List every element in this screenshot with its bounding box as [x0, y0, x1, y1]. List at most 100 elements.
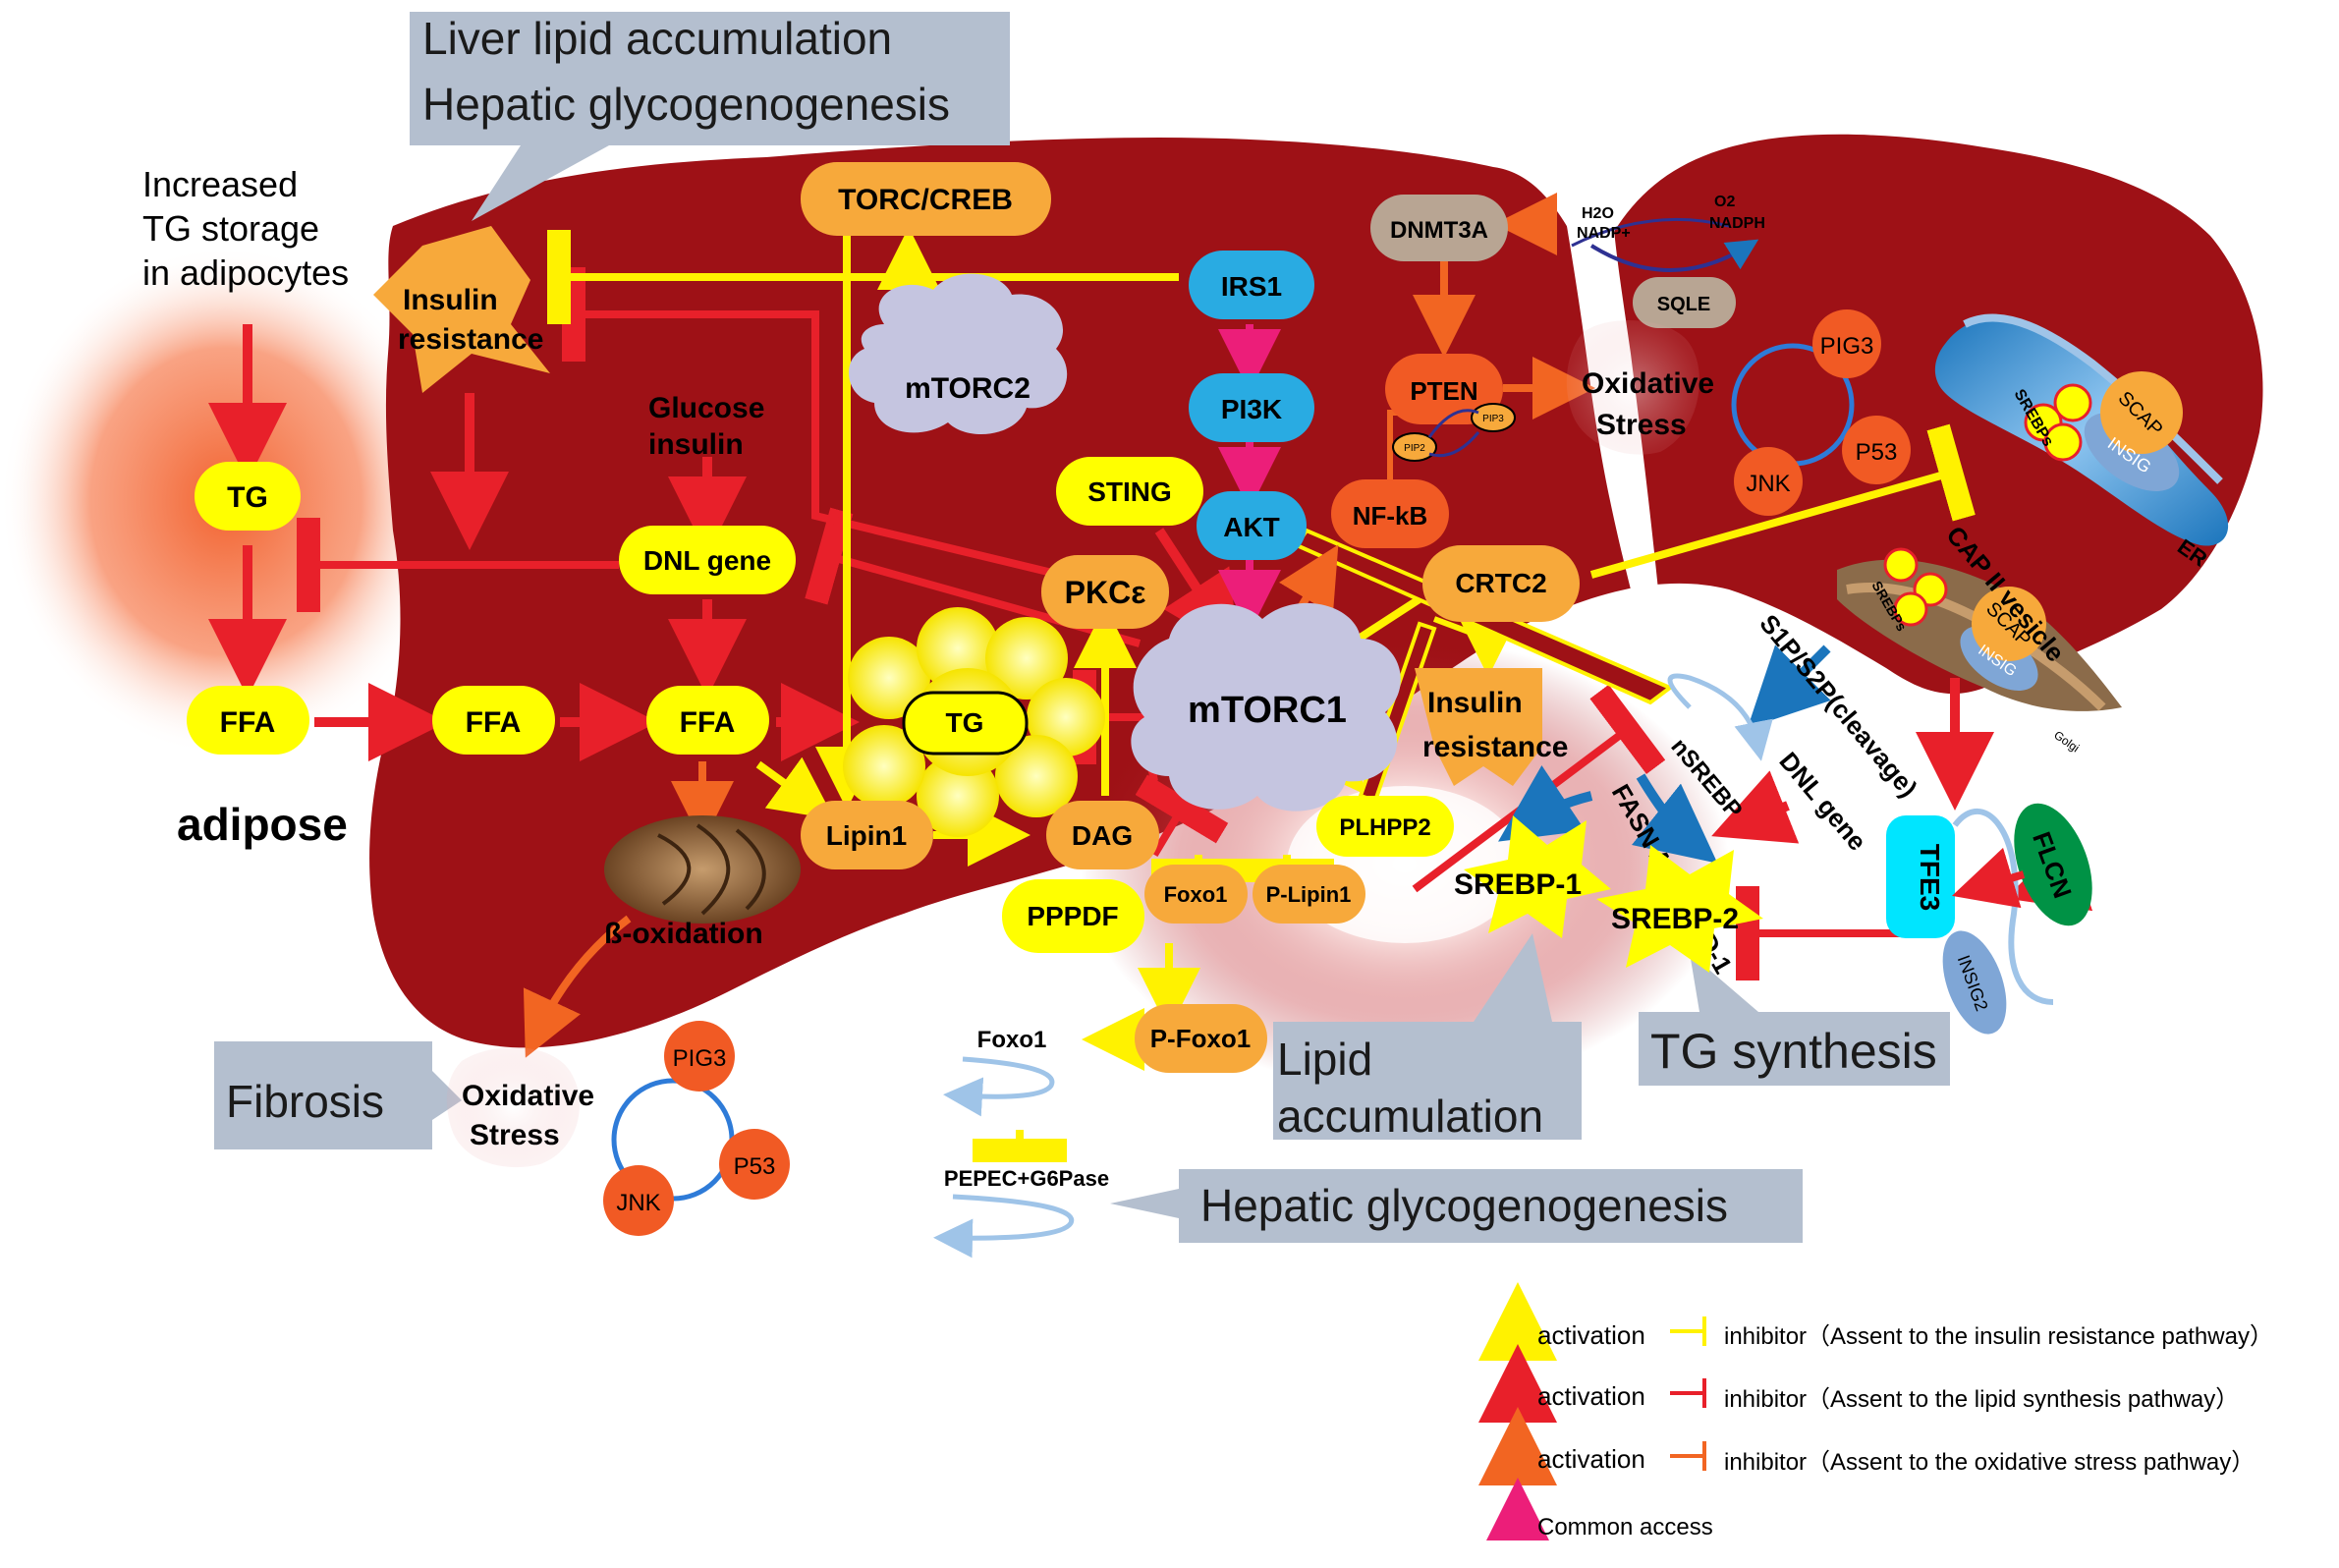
svg-text:TORC/CREB: TORC/CREB [838, 184, 1013, 216]
insres-middle-line2: resistance [1422, 731, 1568, 763]
label-pip3: PIP3 [1482, 414, 1504, 424]
callout-hepatic-glyco-text: Hepatic glycogenogenesis [1200, 1180, 1728, 1231]
label-glucose-line2: insulin [648, 428, 744, 461]
node-dnl-gene: DNL gene [619, 526, 796, 594]
oxstress-left-line2: Stress [470, 1119, 560, 1151]
svg-text:mTORC1: mTORC1 [1188, 690, 1347, 731]
oxstress-right-line1: Oxidative [1582, 367, 1714, 400]
legend: activation inhibitor（Assent to the insul… [1478, 1282, 2273, 1540]
node-tfe3: TFE3 [1886, 815, 1955, 938]
tfe3-arrow [1952, 809, 2054, 1005]
label-h2o: H2O [1582, 205, 1614, 222]
node-akt: AKT [1197, 491, 1307, 560]
mitochondrion [604, 815, 801, 924]
svg-text:PPPDF: PPPDF [1027, 901, 1118, 931]
node-pkce: PKCε [1041, 555, 1169, 629]
insres-left: Insulin resistance [373, 226, 550, 393]
legend-inhibitor-lipid: inhibitor（Assent to the lipid synthesis … [1724, 1386, 2239, 1413]
callout-lipid-acc-line2: accumulation [1277, 1091, 1543, 1142]
legend-inhibitor-oxidative: inhibitor（Assent to the oxidative stress… [1724, 1449, 2255, 1476]
label-adipose: adipose [177, 799, 348, 850]
node-p-lipin1: P-Lipin1 [1253, 865, 1365, 924]
callout-liver-lipid: Liver lipid accumulation Hepatic glycoge… [410, 12, 1010, 221]
label-pip2: PIP2 [1404, 443, 1425, 454]
svg-text:FFA: FFA [680, 706, 736, 739]
callout-fibrosis-text: Fibrosis [226, 1076, 384, 1127]
insres-middle: Insulin resistance [1415, 668, 1568, 786]
node-pi3k: PI3K [1189, 373, 1314, 442]
svg-text:STING: STING [1087, 476, 1172, 507]
node-pepec: PEPEC+G6Pase [944, 1166, 1109, 1191]
label-increased-line3: in adipocytes [142, 252, 349, 293]
node-p53-left: P53 [734, 1153, 776, 1180]
svg-text:DAG: DAG [1072, 820, 1133, 851]
flcn-arrow [1952, 847, 2026, 909]
node-plhpp2: PLHPP2 [1316, 796, 1454, 857]
node-mtorc1: mTORC1 [1131, 602, 1401, 812]
legend-common-access: Common access [1537, 1514, 1713, 1540]
svg-text:FFA: FFA [220, 706, 276, 739]
node-foxo1-out: Foxo1 [977, 1027, 1047, 1053]
legend-activation-orange: activation [1537, 1444, 1645, 1474]
golgi-structure: SCAP INSIG SREBPs Golgi [1837, 547, 2122, 756]
svg-text:TG: TG [227, 481, 268, 514]
sqle-cycle-arc [1589, 239, 1759, 272]
insres-left-line2: resistance [398, 323, 543, 356]
callout-lipid-acc: Lipid accumulation [1273, 933, 1582, 1142]
callout-fibrosis: Fibrosis [214, 1041, 462, 1149]
label-increased-line2: TG storage [142, 208, 319, 249]
svg-text:SREBP-1: SREBP-1 [1454, 868, 1582, 901]
svg-text:TFE3: TFE3 [1915, 844, 1945, 911]
node-jnk-right: JNK [1746, 471, 1790, 497]
node-sqle: SQLE [1633, 277, 1736, 328]
node-irs1: IRS1 [1189, 251, 1314, 319]
label-nadph: NADPH [1709, 215, 1765, 232]
node-dnmt3a: DNMT3A [1370, 195, 1508, 261]
svg-text:IRS1: IRS1 [1221, 271, 1282, 302]
callout-lipid-acc-line1: Lipid [1277, 1034, 1372, 1085]
svg-text:Foxo1: Foxo1 [1164, 882, 1228, 907]
cycle-right: PIG3 P53 JNK [1731, 309, 1911, 516]
legend-inhibitor-insulin: inhibitor（Assent to the insulin resistan… [1724, 1323, 2273, 1350]
label-nadp-plus: NADP+ [1577, 225, 1631, 242]
label-increased-line1: Increased [142, 164, 298, 204]
node-crtc2: CRTC2 [1422, 545, 1580, 622]
sqle-cycle-arc-2 [1571, 217, 1730, 248]
svg-text:AKT: AKT [1223, 512, 1280, 542]
svg-text:P-Lipin1: P-Lipin1 [1266, 882, 1352, 907]
node-pig3-left: PIG3 [673, 1045, 727, 1072]
node-torc-creb: TORC/CREB [801, 162, 1051, 236]
svg-text:NF-kB: NF-kB [1353, 501, 1428, 531]
callout-liver-lipid-line1: Liver lipid accumulation [422, 13, 892, 64]
foxo1-out-arrow [943, 1056, 1055, 1117]
svg-text:SQLE: SQLE [1657, 294, 1710, 315]
callout-tg-synthesis: TG synthesis [1639, 953, 1950, 1086]
cycle-left: PIG3 P53 JNK [603, 1021, 790, 1236]
label-o2: O2 [1714, 194, 1735, 210]
label-beta-ox: ß-oxidation [604, 918, 763, 950]
svg-text:PKCε: PKCε [1065, 575, 1146, 610]
node-foxo1: Foxo1 [1144, 865, 1248, 924]
label-glucose-line1: Glucose [648, 392, 764, 424]
pepec-arrow [933, 1194, 1075, 1259]
svg-text:CRTC2: CRTC2 [1455, 568, 1546, 598]
pip-cycle: PIP2 PIP3 [1392, 403, 1516, 462]
node-lipin1: Lipin1 [801, 801, 933, 869]
insres-left-line1: Insulin [403, 284, 498, 316]
node-p-foxo1: P-Foxo1 [1135, 1004, 1267, 1073]
callout-hepatic-glyco: Hepatic glycogenogenesis [1110, 1169, 1803, 1243]
blue-arrows [1498, 644, 1831, 864]
insres-middle-line1: Insulin [1427, 687, 1523, 719]
label-golgi: Golgi [2051, 728, 2082, 756]
oxstress-right: Oxidative Stress [1566, 320, 1714, 455]
svg-text:TG: TG [946, 707, 984, 738]
node-jnk-left: JNK [616, 1190, 660, 1216]
node-tg-adipose: TG [195, 462, 301, 531]
svg-text:P-Foxo1: P-Foxo1 [1150, 1024, 1252, 1053]
callout-liver-lipid-line2: Hepatic glycogenogenesis [422, 79, 950, 130]
node-ffa-liver: FFA [646, 686, 769, 755]
node-tg-droplet: TG [843, 607, 1105, 837]
oxstress-right-line2: Stress [1596, 409, 1687, 441]
svg-text:SREBP-2: SREBP-2 [1611, 903, 1739, 935]
